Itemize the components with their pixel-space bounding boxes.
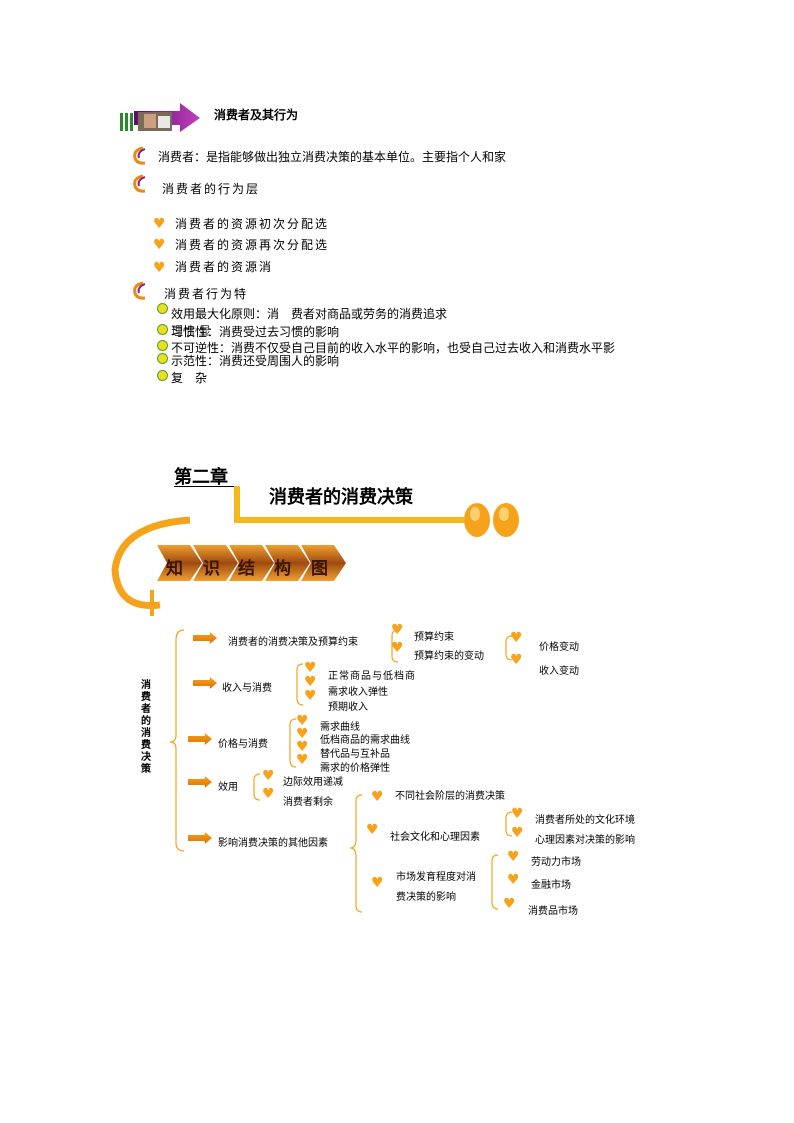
heart-icon: ♥ [153,216,166,232]
banner-char: 知 [166,559,183,579]
swirl-bullet-icon [131,281,147,301]
banner-char: 构 [274,559,291,579]
header-arrow-svg [120,103,200,132]
chapter-number: 第二章 [174,467,228,488]
heart-icon: ♥ [507,849,520,865]
tree-leaf: 需求的价格弹性 [320,763,390,774]
circle-bullet-icon [157,340,168,351]
tree-root: 消费者的消费决策 [141,680,151,775]
arrow-icon [193,677,217,689]
banner-char: 识 [203,559,220,579]
branch-label: 效用 [218,782,238,793]
behavior-levels-title: 消费者的行为层 [162,182,261,196]
consumer-definition: 消费者：是指能够做出独立消费决策的基本单位。主要指个人和家 [158,150,507,164]
heart-icon: ♥ [262,768,275,784]
branch-label: 价格与消费 [218,739,268,750]
branch-label: 收入与消费 [222,683,272,694]
tree-leaf: 价格变动 [539,642,579,653]
feature-item: 效用最大化原则：消 费者对商品或劳务的消费追求 [171,307,448,321]
heart-icon: ♥ [503,896,516,912]
heart-icon: ♥ [366,822,379,838]
heart-icon: ♥ [371,875,384,891]
tree-leaf: 劳动力市场 [531,857,581,868]
heart-icon: ♥ [391,640,404,656]
banner-char: 图 [311,559,328,579]
feature-item: 示范性：消费还受周围人的影响 [171,354,340,368]
heart-icon: ♥ [304,674,317,690]
tree-leaf: 替代品与互补品 [320,749,390,760]
heart-icon: ♥ [262,786,275,802]
circle-bullet-icon [157,324,168,335]
tree-leaf: 消费品市场 [528,906,578,917]
chapter-underline [174,486,234,487]
heart-icon: ♥ [296,713,309,729]
chapter-title: 消费者的消费决策 [269,487,413,508]
level-item: 消费者的资源初次分配选 [175,217,330,231]
arrow-icon [188,733,212,745]
heart-icon: ♥ [510,652,523,668]
heart-icon: ♥ [511,825,524,841]
level-item: 消费者的资源消 [175,260,274,274]
heart-icon: ♥ [507,872,520,888]
arrow-icon [188,776,212,788]
circle-bullet-icon [157,370,168,381]
tree-leaf: 社会文化和心理因素 [390,832,480,843]
arrow-icon [188,832,212,844]
tree-leaf: 正常商品与低档商 [328,671,416,682]
tree-leaf: 收入变动 [539,666,579,677]
feature-item: 不可逆性：消费不仅受自己目前的收入水平的影响，也受自己过去收入和消费水平影 [171,341,616,355]
heart-icon: ♥ [510,630,523,646]
arrow-icon [193,632,217,644]
tree-leaf: 消费者剩余 [283,797,333,808]
tree-leaf: 低档商品的需求曲线 [320,735,410,746]
heart-icon: ♥ [511,806,524,822]
circle-bullet-icon [157,303,168,314]
swirl-bullet-icon [131,174,147,194]
heart-icon: ♥ [304,688,317,704]
circle-bullet-icon [157,353,168,364]
feature-item: 习惯性：消费受过去习惯的影响 [171,325,340,339]
section-header: 消费者及其行为 [214,108,299,122]
tree-leaf: 不同社会阶层的消费决策 [395,791,505,802]
heart-icon: ♥ [296,726,309,742]
tree-leaf: 预期收入 [328,702,368,713]
heart-icon: ♥ [153,260,166,276]
tree-leaf: 预算约束的变动 [414,651,484,662]
tree-leaf: 市场发育程度对消 [396,872,476,883]
swirl-bullet-icon [131,146,147,166]
heart-icon: ♥ [391,622,404,638]
banner-char: 结 [238,559,255,579]
features-title: 消费者行为特 [164,287,249,301]
heart-icon: ♥ [153,237,166,253]
level-item: 消费者的资源再次分配选 [175,238,330,252]
tree-leaf: 消费者所处的文化环境 [535,815,635,826]
tree-leaf: 心理因素对决策的影响 [535,835,635,846]
heart-icon: ♥ [304,660,317,676]
tree-leaf: 费决策的影响 [396,892,456,903]
header-arrow-graphic [118,101,202,133]
branch-label: 影响消费决策的其他因素 [218,838,328,849]
tree-leaf: 金融市场 [531,880,571,891]
heart-icon: ♥ [296,739,309,755]
tree-leaf: 预算约束 [414,632,454,643]
heart-icon: ♥ [296,752,309,768]
branch-label: 消费者的消费决策及预算约束 [228,637,358,648]
feature-item: 复 杂 [171,371,208,385]
heart-icon: ♥ [371,789,384,805]
feature-overlap-text: 理性 显 [171,324,211,338]
tree-leaf: 需求曲线 [320,722,360,733]
tree-leaf: 边际效用递减 [283,777,343,788]
tree-leaf: 需求收入弹性 [328,687,388,698]
